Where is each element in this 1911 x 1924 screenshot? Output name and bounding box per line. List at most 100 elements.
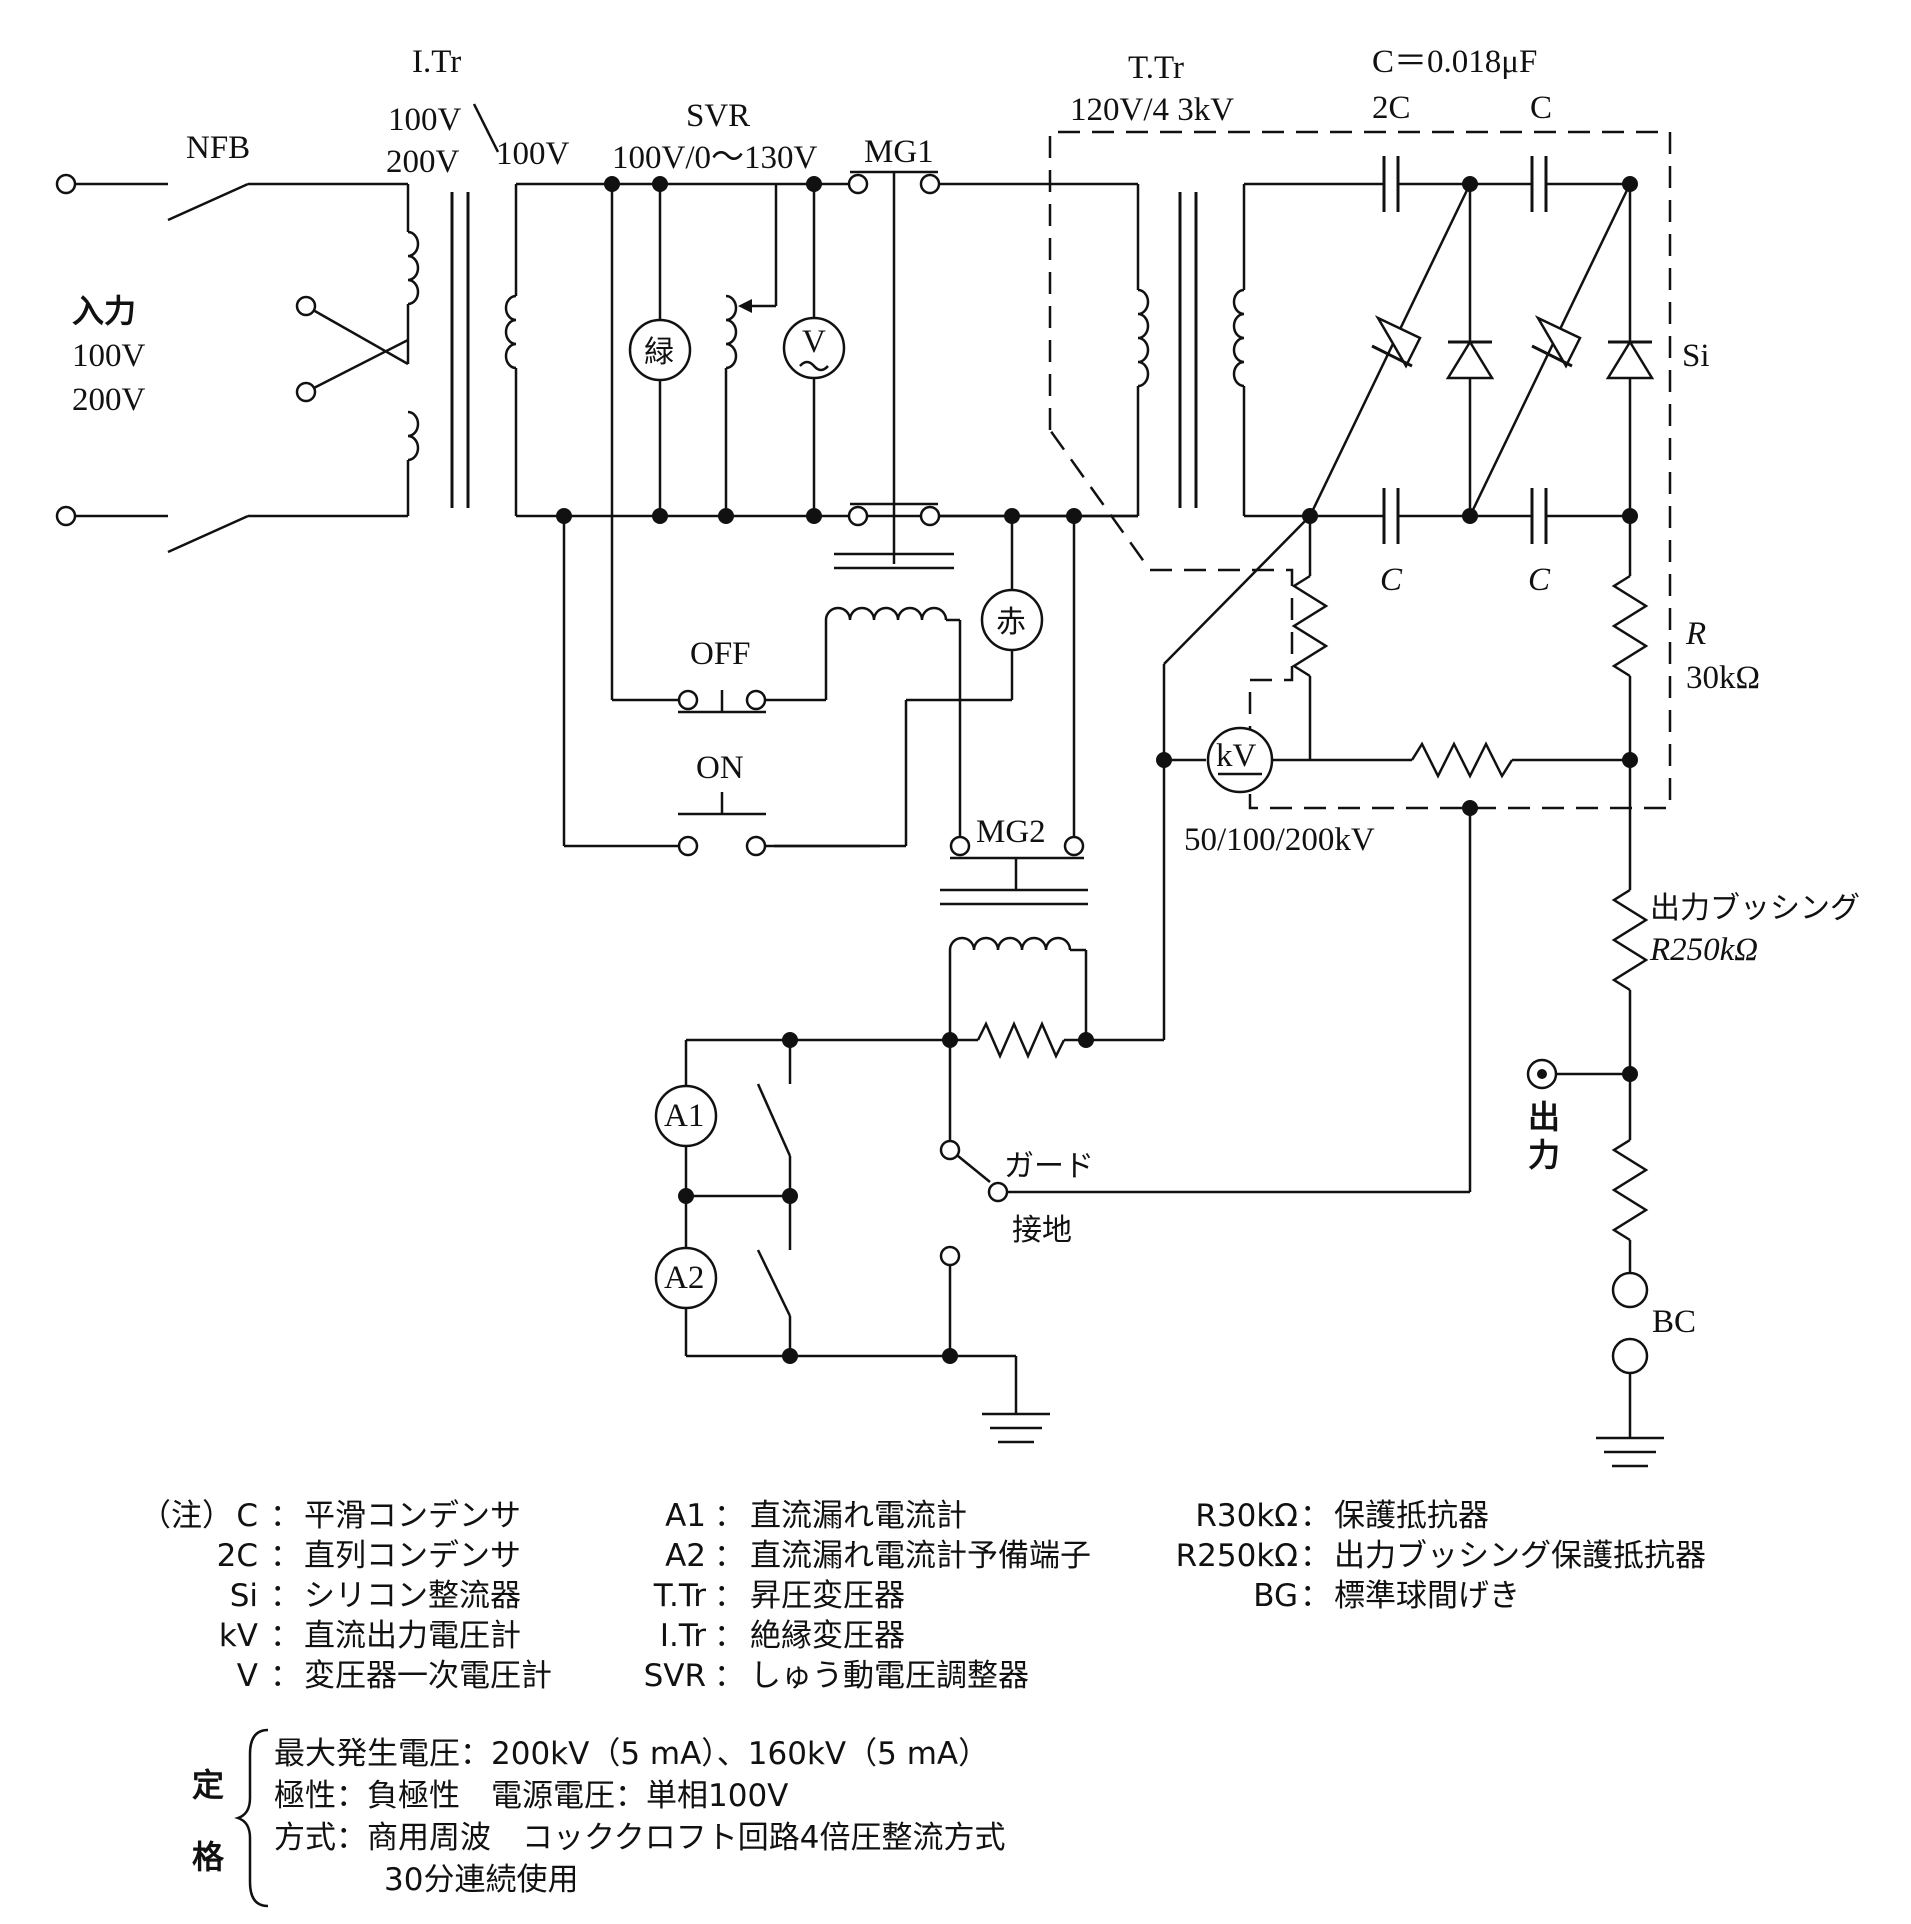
rating-block: 定 格 最大発生電圧：200kV（5 mA）、160kV（5 mA） 極性：負極… [192, 1728, 1005, 1908]
mg1-contactor: MG1 [834, 134, 1138, 570]
rating-line-3: 方式：商用周波 コッククロフト回路4倍圧整流方式 [274, 1820, 1005, 1856]
voltage-multiplier: C＝0.018μF 2C C C C [1244, 44, 1710, 598]
r-value-label: 30kΩ [1686, 660, 1760, 696]
diode-vert-1 [1445, 339, 1495, 380]
legend-c1-sep-2: ： [270, 1578, 301, 1614]
legend: （注） C ： 平滑コンデンサ 2C ： 直列コンデンサ Si ： シリコン整流… [140, 1498, 1706, 1694]
svr-label: SVR [686, 98, 750, 134]
rating-title-1: 定 [192, 1766, 224, 1804]
nfb-blade-top [167, 182, 249, 222]
diode-vert-2 [1605, 339, 1655, 380]
legend-c1-desc-1: 直列コンデンサ [304, 1538, 521, 1574]
ttr-label: T.Tr [1128, 50, 1184, 86]
input-title: 入力 [72, 292, 136, 330]
itr-secondary-100: 100V [496, 136, 570, 172]
legend-c2-desc-3: 絶縁変圧器 [750, 1618, 905, 1654]
control-circuit: 赤 OFF ON MG2 [562, 184, 1088, 906]
legend-c1-desc-0: 平滑コンデンサ [304, 1498, 521, 1534]
legend-c2-key-4: SVR [644, 1658, 706, 1694]
si-label: Si [1682, 338, 1710, 374]
isolation-transformer: I.Tr 100V 200V 100V [295, 44, 570, 516]
cap-value-label: C＝0.018μF [1372, 44, 1537, 80]
legend-c2-desc-0: 直流漏れ電流計 [750, 1498, 967, 1534]
output-section: 出力ブッシング R250kΩ 出 力 BC [1526, 760, 1860, 1468]
legend-c3-desc-0: 保護抵抗器 [1334, 1498, 1489, 1534]
legend-c2-key-3: I.Tr [660, 1618, 706, 1654]
ground-label: 接地 [1012, 1213, 1072, 1248]
bushing-r-label: R250kΩ [1649, 932, 1758, 968]
rating-line-1: 最大発生電圧：200kV（5 mA）、160kV（5 mA） [274, 1736, 989, 1772]
input-voltage-200: 200V [72, 382, 146, 418]
rating-line-4: 30分連続使用 [384, 1862, 578, 1898]
itr-primary-200: 200V [386, 144, 460, 180]
legend-c2-sep-0: ： [714, 1498, 745, 1534]
ttr-ratio-label: 120V/4 3kV [1070, 92, 1234, 128]
legend-c3-desc-2: 標準球間げき [1334, 1578, 1520, 1614]
legend-c3-sep-1: ： [1300, 1538, 1331, 1574]
kv-range-label: 50/100/200kV [1184, 822, 1375, 858]
svr-range-label: 100V/0～130V [612, 140, 818, 176]
legend-c3-key-2: BG [1253, 1578, 1298, 1614]
legend-c1-sep-1: ： [270, 1538, 301, 1574]
sphere-gap-bottom [1611, 1337, 1649, 1375]
legend-c1-desc-2: シリコン整流器 [304, 1578, 521, 1614]
green-lamp-label: 緑 [644, 335, 674, 370]
legend-c1-sep-0: ： [270, 1498, 301, 1534]
legend-c1-sep-4: ： [270, 1658, 301, 1694]
voltmeter-label: V [802, 324, 826, 360]
output-label-char1: 出 [1528, 1098, 1560, 1136]
cap-c-bottom1-label: C [1380, 562, 1403, 598]
leakage-section: ガード 接地 A1 A2 [654, 936, 1164, 1444]
legend-c2-sep-3: ： [714, 1618, 745, 1654]
legend-c3-key-0: R30kΩ [1195, 1498, 1298, 1534]
a1-label: A1 [664, 1098, 704, 1134]
nfb-blade-bottom [167, 514, 249, 554]
legend-c3-key-1: R250kΩ [1176, 1538, 1298, 1574]
kv-meter-label: kV [1216, 738, 1257, 774]
input-terminal-top [55, 173, 77, 195]
legend-c3-sep-0: ： [1300, 1498, 1331, 1534]
bushing-label: 出力ブッシング [1650, 891, 1860, 926]
step-up-transformer: T.Tr 120V/4 3kV [1070, 50, 1246, 516]
legend-note: （注） [140, 1498, 233, 1534]
red-lamp-label: 赤 [996, 605, 1026, 640]
a2-label: A2 [664, 1260, 704, 1296]
legend-c2-key-2: T.Tr [653, 1578, 706, 1614]
legend-c1-key-4: V [237, 1658, 258, 1694]
nfb-label: NFB [186, 130, 250, 166]
rating-brace [234, 1728, 269, 1908]
legend-c1-key-0: C [236, 1498, 258, 1534]
legend-c1-key-1: 2C [217, 1538, 258, 1574]
legend-c3-sep-2: ： [1300, 1578, 1331, 1614]
svr-section: SVR 100V/0～130V 緑 V [516, 98, 1138, 524]
output-label-char2: 力 [1528, 1136, 1560, 1174]
input-voltage-100: 100V [72, 338, 146, 374]
legend-c2-sep-1: ： [714, 1538, 745, 1574]
protection-section: R 30kΩ kV 50/100/200kV [998, 515, 1760, 1194]
rating-line-2: 極性：負極性 電源電圧：単相100V [274, 1778, 788, 1814]
mg1-label: MG1 [864, 134, 934, 170]
bc-label: BC [1652, 1304, 1696, 1340]
legend-c1-desc-4: 変圧器一次電圧計 [304, 1658, 552, 1694]
input-terminal-bottom [55, 505, 77, 527]
legend-c3-desc-1: 出力ブッシング保護抵抗器 [1334, 1538, 1706, 1574]
input-section: NFB 入力 100V 200V [55, 130, 408, 554]
r-label: R [1685, 616, 1706, 652]
hv-tank-outline [1048, 130, 1672, 810]
sphere-gap-top [1611, 1271, 1649, 1309]
diode-diag-1 [1374, 315, 1422, 369]
cap-c-bottom2-label: C [1528, 562, 1551, 598]
cap-c-top-label: C [1530, 90, 1552, 126]
legend-c2-key-0: A1 [665, 1498, 706, 1534]
off-switch-label: OFF [690, 636, 751, 672]
legend-c2-sep-4: ： [714, 1658, 745, 1694]
itr-label: I.Tr [412, 44, 461, 80]
rating-title-2: 格 [192, 1838, 225, 1876]
legend-c2-desc-4: しゅう動電圧調整器 [750, 1658, 1029, 1694]
diode-diag-2 [1534, 315, 1582, 369]
on-switch-label: ON [696, 750, 744, 786]
mg2-label: MG2 [976, 814, 1046, 850]
legend-c1-key-3: kV [219, 1618, 258, 1654]
cap-2c-label: 2C [1372, 90, 1411, 126]
